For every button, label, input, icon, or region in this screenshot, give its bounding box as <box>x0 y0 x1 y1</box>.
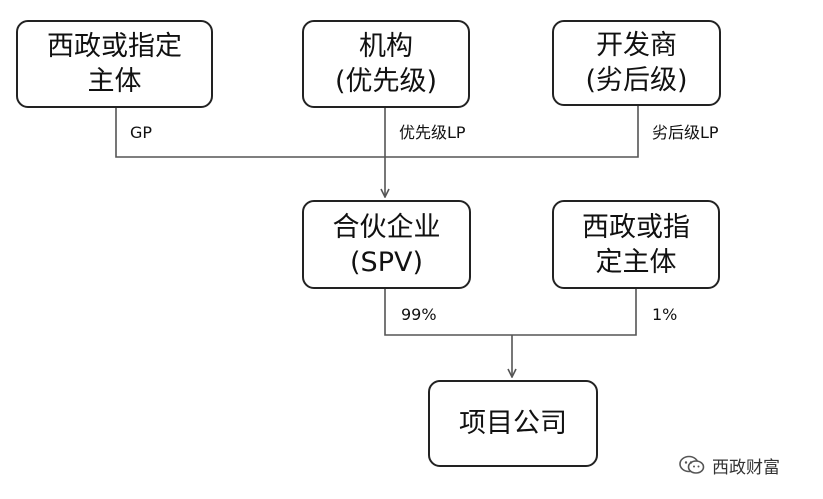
node-project-company: 项目公司 <box>428 380 598 467</box>
node-gov-right: 西政或指 定主体 <box>552 200 720 289</box>
edge-label-share-99: 99% <box>401 305 437 324</box>
edge-label-subordinate-lp: 劣后级LP <box>652 123 719 142</box>
wechat-icon <box>679 455 705 474</box>
node-institution-line1: 机构 <box>358 31 413 62</box>
edge-label-priority-lp: 优先级LP <box>399 123 466 142</box>
share-1-connector <box>512 288 637 336</box>
node-developer-line1: 开发商 <box>595 30 677 61</box>
share-99-connector <box>384 288 512 336</box>
node-project-line1: 项目公司 <box>459 408 567 439</box>
watermark-text: 西政财富 <box>712 457 780 478</box>
edge-label-share-1: 1% <box>652 305 678 324</box>
node-gov-top-line1: 西政或指定 <box>47 31 182 62</box>
node-developer: 开发商 (劣后级) <box>552 20 721 106</box>
subordinate-lp-connector <box>385 105 639 158</box>
node-institution: 机构 (优先级) <box>302 20 470 108</box>
node-gov-top-line2: 主体 <box>87 66 142 97</box>
node-gov-top: 西政或指定 主体 <box>16 20 213 108</box>
node-spv: 合伙企业 (SPV) <box>302 200 471 289</box>
node-gov-right-line1: 西政或指 <box>582 211 690 243</box>
watermark: 西政财富 <box>678 450 780 480</box>
node-gov-right-line2: 定主体 <box>595 246 677 278</box>
node-institution-line2: (优先级) <box>334 66 438 97</box>
node-developer-line2: (劣后级) <box>585 65 688 96</box>
edge-label-gp: GP <box>130 123 153 142</box>
node-spv-line1: 合伙企业 <box>332 211 441 243</box>
gp-connector <box>115 107 385 158</box>
node-spv-line2: (SPV) <box>350 246 423 278</box>
